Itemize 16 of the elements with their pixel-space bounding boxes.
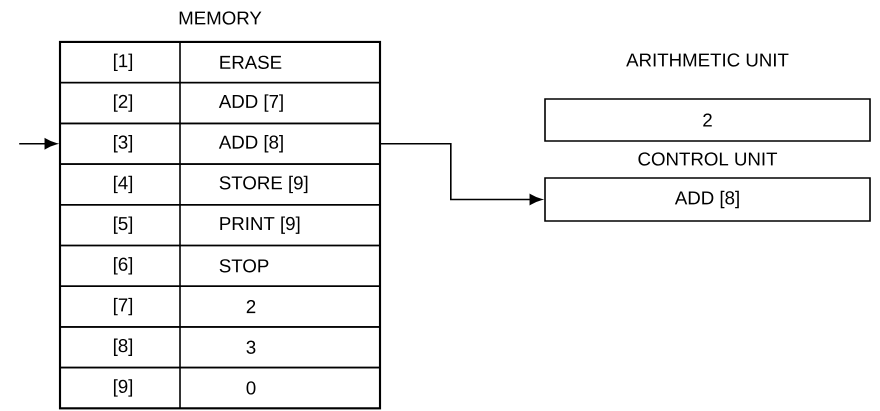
memory-row: [7] 2 [59, 285, 381, 328]
memory-row: [4] STORE [9] [59, 163, 381, 206]
memory-row: [5] PRINT [9] [59, 204, 381, 246]
unit-box: ARITHMETIC UNIT 2 [544, 53, 871, 142]
memory-row: [1] ERASE [59, 41, 381, 84]
memory-row: [3] ADD [8] [59, 122, 381, 165]
memory-row: [8] 3 [59, 326, 381, 368]
node-label: MEMORY [180, 11, 262, 25]
node-label: CONTROL UNIT [638, 152, 778, 166]
memory-row: [2] ADD [7] [59, 82, 381, 124]
unit-box: CONTROL UNIT ADD [8] [544, 152, 871, 222]
node-label: ARITHMETIC UNIT [626, 53, 788, 67]
arrow [19, 138, 57, 150]
arrow [380, 142, 542, 205]
memory-row: [6] STOP [59, 244, 381, 287]
memory-row: [9] 0 [59, 366, 381, 410]
